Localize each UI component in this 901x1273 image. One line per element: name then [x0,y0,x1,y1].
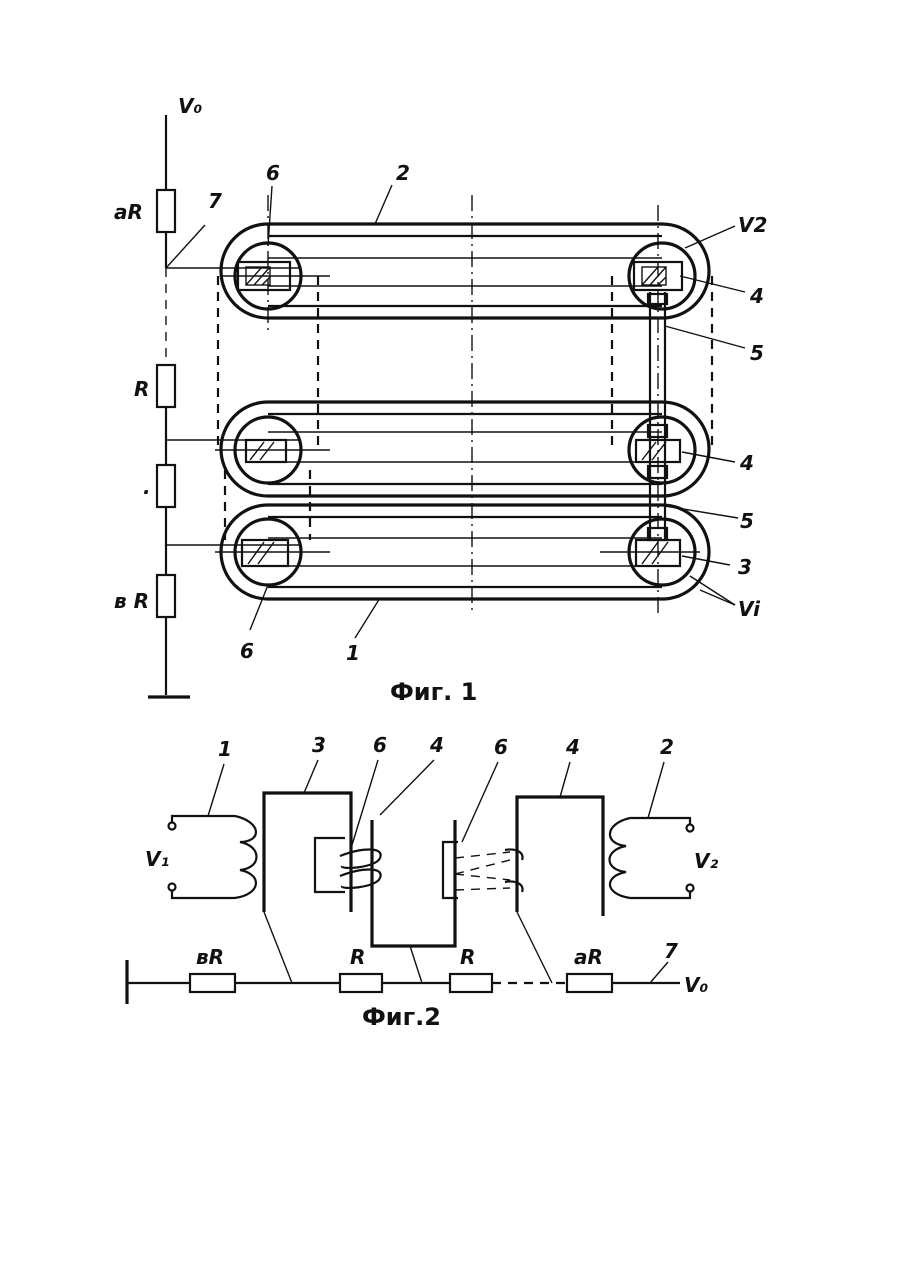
label-6-left-fig2: 6 [373,733,387,757]
label-5-mid: 5 [740,509,754,533]
label-4-mid: 4 [739,451,754,475]
label-R: R [134,377,149,401]
label-aR-fig2: aR [574,945,603,969]
label-6-bottom: 6 [240,639,254,663]
resistor-mid [157,465,175,507]
label-bR: в R [114,589,149,613]
label-2: 2 [396,161,410,185]
label-2-fig2: 2 [660,735,674,759]
leader-lines-fig2 [208,760,664,845]
label-v2: V2 [738,213,767,237]
label-3: 3 [738,555,752,579]
voltage-divider [148,115,300,697]
label-v2-fig2: V₂ [694,849,718,873]
coil-1 [169,816,257,898]
label-6-top: 6 [266,161,280,185]
resistor-bR-fig2 [190,974,235,992]
resistor-R [157,365,175,407]
figure-1-caption: Фиг. 1 [390,678,477,706]
label-5-top: 5 [750,341,764,365]
resistor-aR [157,190,175,232]
core-4-right [517,797,603,916]
label-aR: aR [114,200,143,224]
figure-2: 1 3 6 4 6 4 2 V₁ V₂ вR R R aR 7 V₀ Фиг.2 [127,733,718,1031]
upper-winding-loop [221,224,709,318]
leader-lines [250,185,745,638]
label-3-fig2: 3 [312,733,326,757]
resistor-bR [157,575,175,617]
label-R2-fig2: R [460,945,475,969]
label-bR-fig2: вR [196,945,224,969]
label-1: 1 [346,641,360,665]
resistor-R2-fig2 [450,974,492,992]
label-v1-fig2: V₁ [145,847,169,871]
label-v0: V₀ [178,94,202,118]
figure-2-caption: Фиг.2 [362,1003,441,1031]
figure-1: V₀ aR 7 6 2 R . в R 6 1 V2 4 5 4 5 3 Vi … [114,94,767,706]
label-1-fig2: 1 [218,737,232,761]
coil-2 [610,818,694,898]
label-7-fig2: 7 [664,939,678,963]
label-7: 7 [208,189,222,213]
label-v1: Vi [738,597,761,621]
label-dot: . [143,475,151,499]
label-4-right-fig2: 4 [565,735,580,759]
resistor-aR-fig2 [567,974,612,992]
label-4-top: 4 [749,284,764,308]
resistor-R1-fig2 [340,974,382,992]
core-3 [264,793,351,912]
label-6-right-fig2: 6 [494,735,508,759]
middle-winding-loop [221,402,709,496]
label-R1-fig2: R [350,945,365,969]
label-4-left-fig2: 4 [429,733,444,757]
label-v0-fig2: V₀ [684,973,708,997]
